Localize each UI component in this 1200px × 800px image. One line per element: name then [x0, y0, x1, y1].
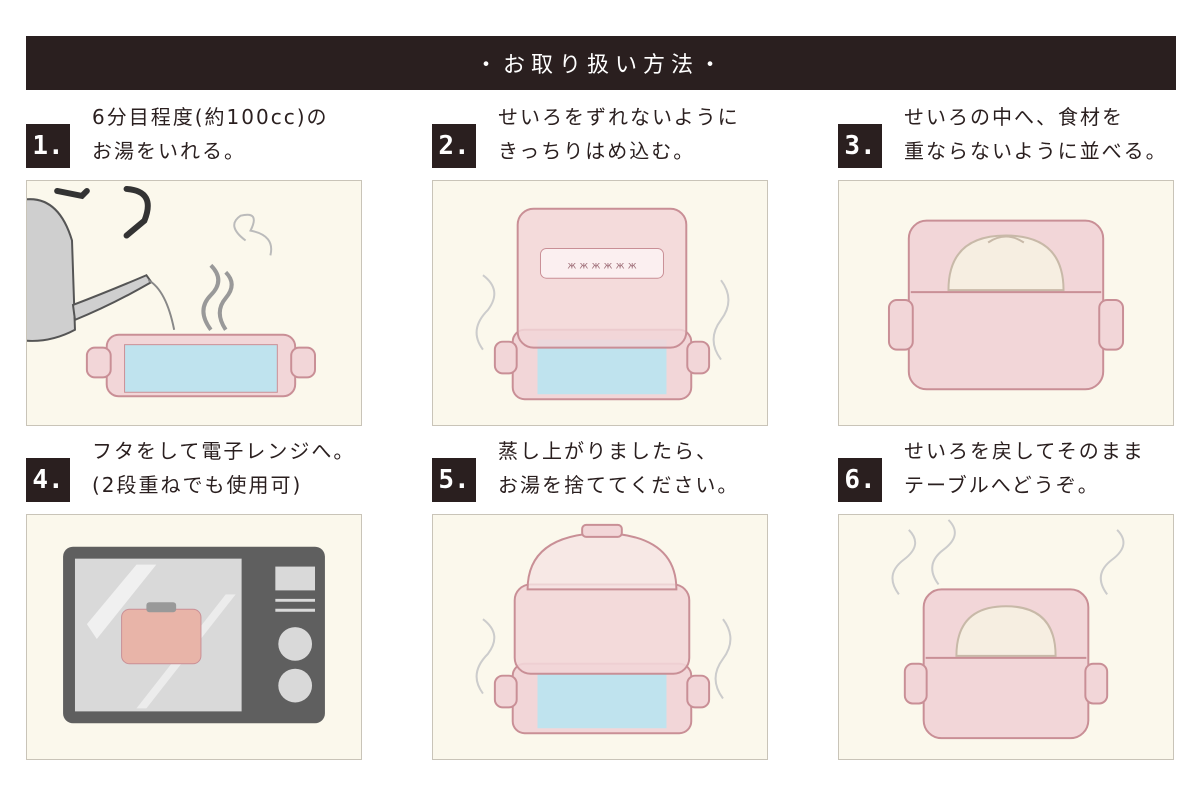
- step-instruction: フタをして電子レンジへ。(2段重ねでも使用可): [92, 439, 356, 497]
- dial-icon: [278, 668, 313, 703]
- water-icon: [124, 344, 278, 393]
- step-illustration: [838, 514, 1174, 760]
- steamer-icon: [121, 608, 202, 665]
- step-instruction: せいろの中へ、食材を重ならないように並べる。: [904, 105, 1168, 163]
- steamer-basket-icon: [513, 583, 691, 675]
- step-instruction: 6分目程度(約100cc)のお湯をいれる。: [92, 105, 329, 163]
- serve-illustration: [891, 519, 1125, 740]
- step-number: 2.: [432, 124, 476, 168]
- step-instruction: 蒸し上がりましたら、お湯を捨ててください。: [498, 439, 740, 497]
- step-number: 5.: [432, 458, 476, 502]
- steamer-fitting-illustration: ж ж ж ж ж ж: [475, 207, 730, 401]
- step-number: 3.: [838, 124, 882, 168]
- step-instruction: せいろをずれないようにきっちりはめ込む。: [498, 105, 740, 163]
- kettle-icon: [27, 198, 76, 342]
- step-instruction: せいろを戻してそのままテーブルへどうぞ。: [904, 439, 1145, 497]
- bun-icon: [955, 605, 1057, 657]
- dial-icon: [278, 627, 313, 661]
- step-1: 1. 6分目程度(約100cc)のお湯をいれる。: [26, 96, 366, 426]
- page-title: ・お取り扱い方法・: [474, 53, 727, 78]
- step-number: 1.: [26, 124, 70, 168]
- step-illustration: [26, 180, 362, 426]
- step-illustration: ж ж ж ж ж ж: [432, 180, 768, 426]
- step-number: 6.: [838, 458, 882, 502]
- page-header: ・お取り扱い方法・: [26, 36, 1176, 90]
- step-5: 5. 蒸し上がりましたら、お湯を捨ててください。: [432, 430, 772, 760]
- kettle-pouring-illustration: [27, 185, 316, 398]
- food-in-steamer-illustration: [887, 219, 1125, 391]
- lid-icon: [526, 531, 678, 591]
- step-illustration: [26, 514, 362, 760]
- step-6: 6. せいろを戻してそのままテーブルへどうぞ。: [838, 430, 1178, 760]
- step-illustration: [838, 180, 1174, 426]
- step-illustration: [432, 514, 768, 760]
- microwave-illustration: [63, 546, 325, 724]
- step-4: 4. フタをして電子レンジへ。(2段重ねでも使用可): [26, 430, 366, 760]
- step-number: 4.: [26, 458, 70, 502]
- step-2: 2. せいろをずれないようにきっちりはめ込む。 ж ж ж ж ж ж: [432, 96, 772, 426]
- step-3: 3. せいろの中へ、食材を重ならないように並べる。: [838, 96, 1178, 426]
- drain-water-illustration: [475, 523, 732, 735]
- svg-text:ж ж ж ж ж ж: ж ж ж ж ж ж: [567, 260, 636, 271]
